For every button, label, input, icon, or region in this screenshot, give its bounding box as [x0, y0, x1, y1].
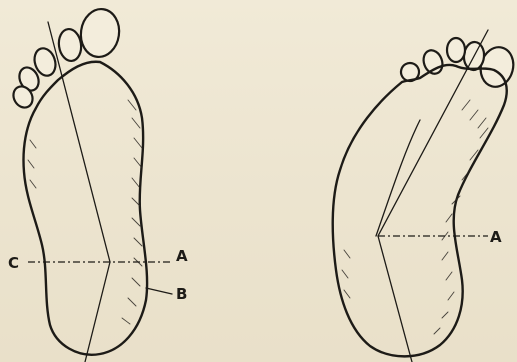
left-foot-label-b: B	[176, 285, 187, 303]
left-foot-b-leader	[146, 288, 172, 294]
right-foot-shading	[342, 100, 488, 334]
right-foot-axis-line-lower	[378, 236, 412, 362]
right-foot: A	[333, 30, 517, 362]
right-foot-fourth-toe	[420, 48, 445, 77]
left-foot-label-c: C	[8, 254, 19, 272]
right-foot-arch-curve	[376, 120, 420, 236]
left-foot: C A B	[8, 7, 188, 362]
left-foot-sole-outline	[24, 62, 148, 355]
left-foot-second-toe	[57, 28, 83, 63]
left-foot-big-toe	[78, 7, 122, 60]
left-foot-label-a: A	[176, 247, 188, 265]
right-foot-sole-outline	[333, 65, 507, 356]
left-foot-axis-line-upper	[48, 22, 110, 262]
left-foot-axis-line-lower	[85, 262, 110, 362]
right-foot-third-toe	[447, 38, 465, 62]
right-foot-label-a: A	[490, 228, 502, 246]
